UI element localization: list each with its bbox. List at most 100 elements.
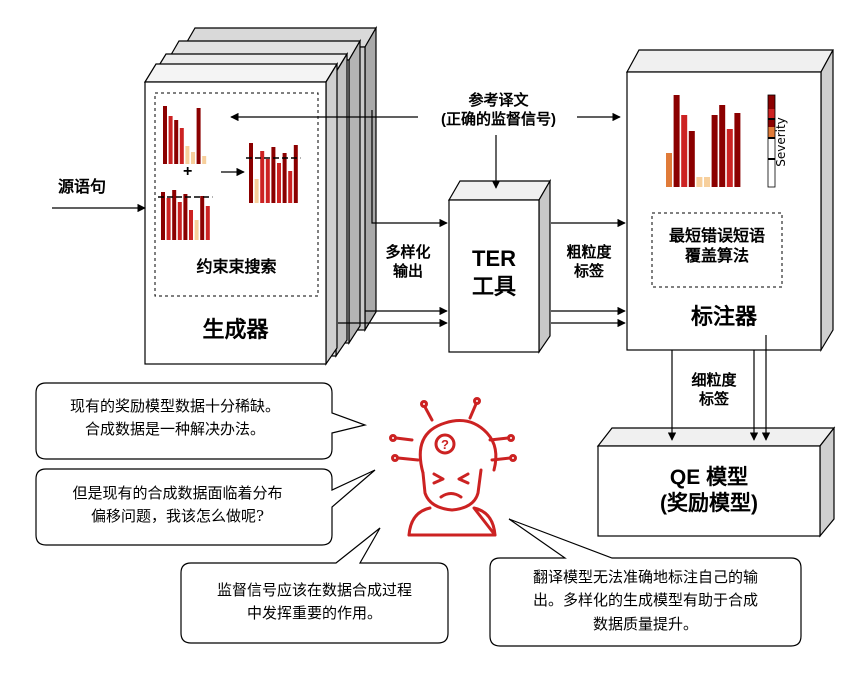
chart-bar: [688, 131, 695, 187]
bubble-3-line2: 中发挥重要的作用。: [246, 604, 382, 623]
chart-bar: [711, 115, 718, 187]
qe-line2: (奖励模型): [660, 492, 758, 516]
bubble-2-line2: 偏移问题，我该怎么做呢?: [90, 507, 265, 526]
chart-bar: [293, 145, 298, 203]
chart-bar: [288, 171, 293, 203]
generator-title: 生成器: [202, 317, 269, 342]
chart-bar: [666, 153, 672, 187]
speech-bubble-icon: [489, 518, 802, 647]
chart-bar: [271, 147, 276, 203]
reference-line2: (正确的监督信号): [441, 110, 556, 128]
chart-bar: [166, 198, 171, 240]
ter-line2: 工具: [471, 273, 516, 299]
chart-bar: [194, 220, 199, 240]
chart-bar: [183, 194, 188, 240]
chart-bar: [265, 159, 270, 203]
question-mark: ?: [441, 437, 449, 452]
chart-bar: [161, 192, 165, 240]
chart-plus-sign: +: [183, 163, 193, 180]
coarse-line1: 粗粒度: [566, 244, 612, 261]
speech-bubble-icon: [35, 382, 368, 460]
severity-tick: [768, 158, 775, 160]
reference-label: 参考译文 (正确的监督信号): [420, 92, 577, 130]
diverse-output-line1: 多样化: [385, 244, 431, 261]
chart-bar: [205, 206, 210, 240]
qe-model-title: QE 模型 (奖励模型): [598, 465, 820, 518]
algorithm-label: 最短错误短语 覆盖算法: [652, 227, 782, 267]
chart-bar: [177, 202, 182, 240]
bubble-4-line2: 出。多样化的生成模型有助于合成: [532, 591, 758, 610]
source-sentence-label: 源语句: [58, 179, 107, 196]
constrained-search-label: 约束束搜索: [196, 259, 277, 276]
bubble-1-line2: 合成数据是一种解决办法。: [84, 420, 265, 439]
generator-chart-top: [163, 106, 207, 164]
severity-label: Severity: [774, 117, 788, 167]
speech-bubble-2: 但是现有的合成数据面临着分布 偏移问题，我该怎么做呢?: [40, 482, 315, 529]
bubble-4-line3: 数据质量提升。: [592, 614, 698, 633]
bubble-2-line1: 但是现有的合成数据面临着分布: [72, 484, 283, 502]
severity-segment: [768, 137, 775, 187]
chart-bar: [202, 156, 207, 164]
ter-line1: TER: [472, 246, 516, 271]
algorithm-line1: 最短错误短语: [668, 228, 765, 245]
annotator-box: [625, 49, 835, 353]
speech-bubble-1: 现有的奖励模型数据十分稀缺。 合成数据是一种解决办法。: [40, 395, 310, 442]
chart-bar: [196, 108, 201, 164]
chart-bar: [282, 153, 287, 203]
diverse-output-line2: 输出: [392, 262, 423, 280]
chart-bar: [260, 151, 265, 203]
speech-bubble-icon: [180, 527, 449, 644]
diverse-output-label: 多样化 输出: [376, 244, 440, 282]
chart-bar: [254, 179, 259, 203]
chart-bar: [172, 190, 177, 240]
severity-tick: [768, 118, 775, 120]
ter-tool-title: TER 工具: [449, 245, 539, 300]
annotator-title: 标注器: [690, 304, 757, 329]
severity-bar: [767, 94, 776, 188]
qe-line1: QE 模型: [669, 466, 749, 489]
chart-bar: [696, 177, 703, 187]
speech-bubble-4: 翻译模型无法准确地标注自己的输 出。多样化的生成模型有助于合成 数据质量提升。: [492, 566, 799, 636]
annotator-chart: [666, 95, 741, 187]
bubble-4-line1: 翻译模型无法准确地标注自己的输: [532, 568, 758, 586]
chart-bar: [179, 128, 184, 164]
coarse-line2: 标签: [573, 262, 604, 280]
ter-tool-box: [447, 178, 552, 354]
constrained-search-box: [154, 92, 319, 297]
confused-robot-icon: [389, 397, 517, 537]
chart-bar: [726, 129, 733, 187]
fine-line2: 标签: [698, 390, 729, 408]
chart-bar: [249, 143, 253, 203]
chart-bar: [174, 120, 179, 164]
speech-bubble-icon: [35, 468, 376, 546]
severity-segment: [768, 95, 775, 109]
chart-bar: [185, 146, 190, 164]
reference-line1: 参考译文: [468, 92, 529, 109]
qe-model-box: [596, 426, 836, 538]
algorithm-line2: 覆盖算法: [684, 248, 749, 265]
generator-chart-merged: [246, 143, 301, 203]
severity-segment: [768, 127, 775, 137]
chart-bar: [200, 196, 205, 240]
severity-segment: [768, 109, 775, 119]
speech-bubbles: [35, 382, 802, 647]
chart-bar: [163, 106, 167, 164]
bubble-3-line1: 监督信号应该在数据合成过程: [216, 581, 412, 599]
chart-bar: [168, 116, 173, 164]
chart-bar: [704, 177, 710, 187]
generator-chart-bottom: [158, 190, 213, 240]
chart-bar: [681, 115, 688, 187]
chart-bar: [277, 163, 281, 203]
speech-bubble-3: 监督信号应该在数据合成过程 中发挥重要的作用。: [183, 579, 446, 626]
chart-bar: [673, 95, 680, 187]
fine-line1: 细粒度: [691, 372, 737, 389]
right-arrow-icon: [371, 110, 448, 228]
severity-segment: [768, 119, 775, 127]
severity-tick: [768, 137, 775, 139]
bubble-1-line1: 现有的奖励模型数据十分稀缺。: [69, 397, 280, 415]
chart-bar: [189, 210, 193, 240]
chart-bar: [734, 113, 741, 187]
arrows: [52, 110, 771, 441]
coarse-labels-label: 粗粒度 标签: [553, 244, 625, 282]
